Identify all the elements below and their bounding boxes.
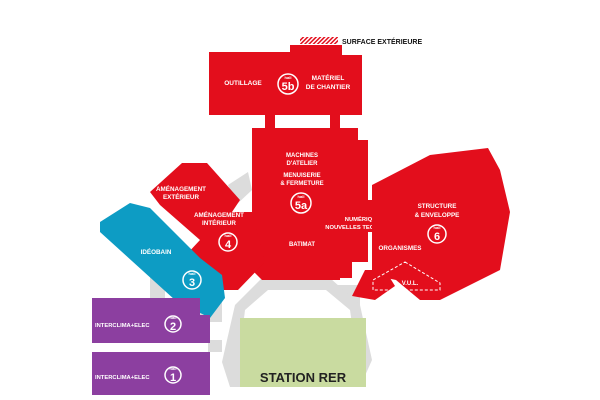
- ideobain-label: IDÉOBAIN: [141, 247, 172, 256]
- hall-5a-links: [338, 262, 352, 278]
- hall-1-marker: [164, 366, 182, 384]
- organismes-label: ORGANISMES: [378, 245, 421, 252]
- amenagement-ext-label-line1: AMÉNAGEMENT: [156, 184, 206, 193]
- materiel-label-line1: MATÉRIEL: [312, 73, 345, 82]
- hall-4-word: hall: [225, 233, 232, 238]
- hall-3[interactable]: IDÉOBAIN hall 3: [100, 203, 225, 318]
- hall-2-marker: [164, 315, 182, 333]
- legend-label: SURFACE EXTÉRIEURE: [342, 37, 422, 46]
- hall-1[interactable]: INTERCLIMA+ELEC hall 1: [92, 352, 210, 395]
- hall-5a-word: hall: [298, 194, 305, 199]
- interclima-2-label: INTERCLIMA+ELEC: [95, 323, 150, 329]
- menuiserie-label-line2: & FERMETURE: [280, 181, 323, 187]
- hall-2-word: hall: [170, 315, 177, 320]
- legend-swatch: [300, 37, 338, 44]
- hall-5b-number: 5b: [282, 81, 295, 93]
- structure-label-line1: STRUCTURE: [418, 203, 457, 210]
- hall-4-marker: [218, 232, 238, 252]
- hall-2-number: 2: [170, 321, 176, 333]
- vul-zone: [372, 261, 441, 291]
- amenagement-int-label-line1: AMÉNAGEMENT: [194, 210, 244, 219]
- amenagement-int-label-line2: INTÉRIEUR: [202, 218, 236, 227]
- outillage-label: OUTILLAGE: [224, 80, 262, 87]
- hall-6[interactable]: STRUCTURE & ENVELOPPE hall 6 ORGANISMES …: [352, 148, 510, 300]
- legend: SURFACE EXTÉRIEURE: [300, 37, 422, 46]
- numerique-label-line1: NUMÉRIQUE ET: [345, 215, 390, 223]
- machines-label-line2: D'ATELIER: [287, 161, 319, 167]
- hall-4[interactable]: AMÉNAGEMENT EXTÉRIEUR AMÉNAGEMENT INTÉRI…: [150, 163, 265, 290]
- hall-5b-word: hall: [285, 75, 292, 80]
- structure-label-line2: & ENVELOPPE: [415, 212, 460, 219]
- hall-4-number: 4: [225, 239, 232, 251]
- interclima-1-label: INTERCLIMA+ELEC: [95, 375, 150, 381]
- central-hall-ring: STATION RER: [222, 278, 372, 387]
- hall-3-marker: [182, 270, 202, 290]
- station-rer-label: STATION RER: [260, 370, 347, 385]
- hall-3-word: hall: [189, 271, 196, 276]
- vul-label: V.U.L.: [402, 281, 419, 287]
- station-rer-area: [240, 318, 366, 387]
- hall-5b-marker: [277, 73, 299, 95]
- hall-5a-number: 5a: [295, 200, 308, 212]
- hall-1-word: hall: [170, 366, 177, 371]
- amenagement-ext-label-line2: EXTÉRIEUR: [163, 192, 199, 201]
- batimat-label: BATIMAT: [289, 242, 315, 248]
- hall-6-word: hall: [434, 225, 441, 230]
- hall-2[interactable]: INTERCLIMA+ELEC hall 2: [92, 298, 210, 343]
- hall-5a-marker: [290, 192, 312, 214]
- hall-6-marker: [427, 224, 447, 244]
- hall-5a[interactable]: MACHINES D'ATELIER MENUISERIE & FERMETUR…: [252, 128, 368, 280]
- hall-5b[interactable]: OUTILLAGE MATÉRIEL DE CHANTIER hall 5b: [209, 45, 362, 135]
- materiel-label-line2: DE CHANTIER: [306, 84, 351, 91]
- menuiserie-label-line1: MENUISERIE: [283, 173, 320, 179]
- hall-6-number: 6: [434, 231, 440, 243]
- hall-3-number: 3: [189, 277, 195, 289]
- hall-1-number: 1: [170, 372, 176, 384]
- numerique-label-line2: NOUVELLES TECHNOLOGIES: [325, 225, 409, 231]
- machines-label-line1: MACHINES: [286, 153, 318, 159]
